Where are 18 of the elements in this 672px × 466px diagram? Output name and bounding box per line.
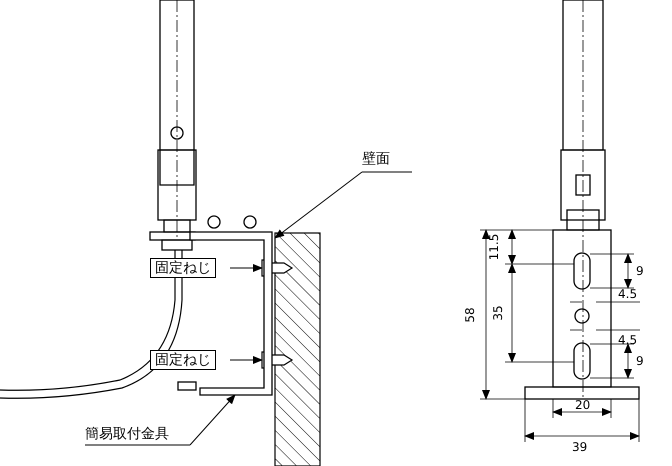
wall-hatching: [274, 232, 321, 466]
callout-label: 固定ねじ: [150, 258, 216, 278]
dimension-label: 39: [572, 440, 588, 454]
callout-label: 固定ねじ: [150, 350, 216, 370]
dimension-label: 4.5: [618, 333, 638, 347]
leader-line: [230, 264, 263, 272]
dimension-label: 11.5: [487, 234, 501, 260]
dimension-label: 9: [636, 354, 644, 368]
leader-line: [230, 356, 263, 364]
dimension-label: 9: [636, 264, 644, 278]
dimension-label: 35: [491, 305, 505, 321]
dimension-label: 20: [575, 398, 590, 412]
leader-line: [190, 394, 236, 446]
part-label: 壁面: [362, 150, 390, 168]
dimension-label: 4.5: [618, 287, 638, 301]
part-label: 簡易取付金具: [85, 425, 169, 443]
dimension-label: 58: [463, 307, 477, 323]
leader-line: [274, 172, 362, 239]
